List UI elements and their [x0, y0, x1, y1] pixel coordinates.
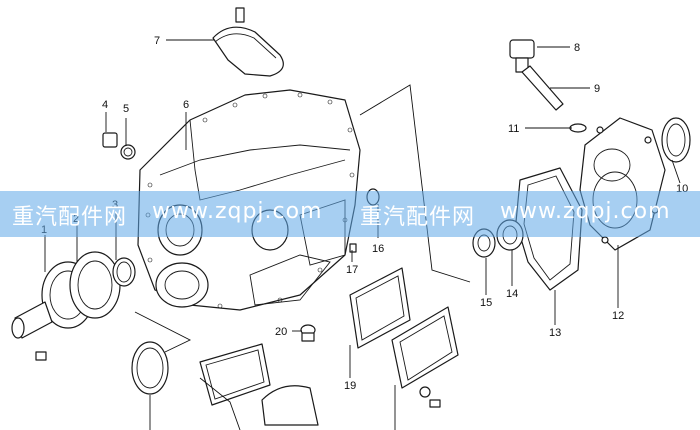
drain-plug-part	[300, 324, 316, 342]
callout-5: 5	[123, 103, 129, 115]
callout-19: 19	[344, 380, 356, 392]
assembly-guide-line	[359, 84, 471, 283]
callout-20: 20	[275, 326, 287, 338]
side-gasket-part	[349, 267, 459, 408]
bottom-gasket-part	[199, 343, 319, 426]
callout-12: 12	[612, 310, 624, 322]
callout-4: 4	[102, 99, 108, 111]
speedo-drive-part	[509, 39, 587, 133]
assembly-guide-line-3	[199, 377, 241, 430]
watermark-band	[0, 191, 700, 237]
watermark-text-cn-1: 重汽配件网	[12, 205, 128, 230]
callout-6: 6	[183, 99, 189, 111]
top-cover-part	[212, 7, 284, 77]
callout-15: 15	[480, 297, 492, 309]
assembly-guide-line-2	[134, 311, 192, 353]
breather-plug-part	[102, 132, 136, 160]
watermark-text-url-1: www.zqpj.com	[152, 199, 323, 224]
callout-16: 16	[372, 243, 384, 255]
watermark-text-url-2: www.zqpj.com	[500, 199, 671, 224]
callout-11: 11	[508, 123, 519, 135]
watermark-text-cn-2: 重汽配件网	[360, 205, 476, 230]
callout-9: 9	[594, 83, 600, 95]
input-cover-part	[11, 251, 136, 361]
leader-lines	[44, 39, 681, 430]
seal-ring-part	[661, 117, 691, 163]
callout-13: 13	[549, 327, 561, 339]
callout-7: 7	[154, 35, 160, 47]
callout-17: 17	[346, 264, 358, 276]
callout-8: 8	[574, 42, 580, 54]
callout-14: 14	[506, 288, 518, 300]
round-cover-part	[131, 341, 169, 395]
